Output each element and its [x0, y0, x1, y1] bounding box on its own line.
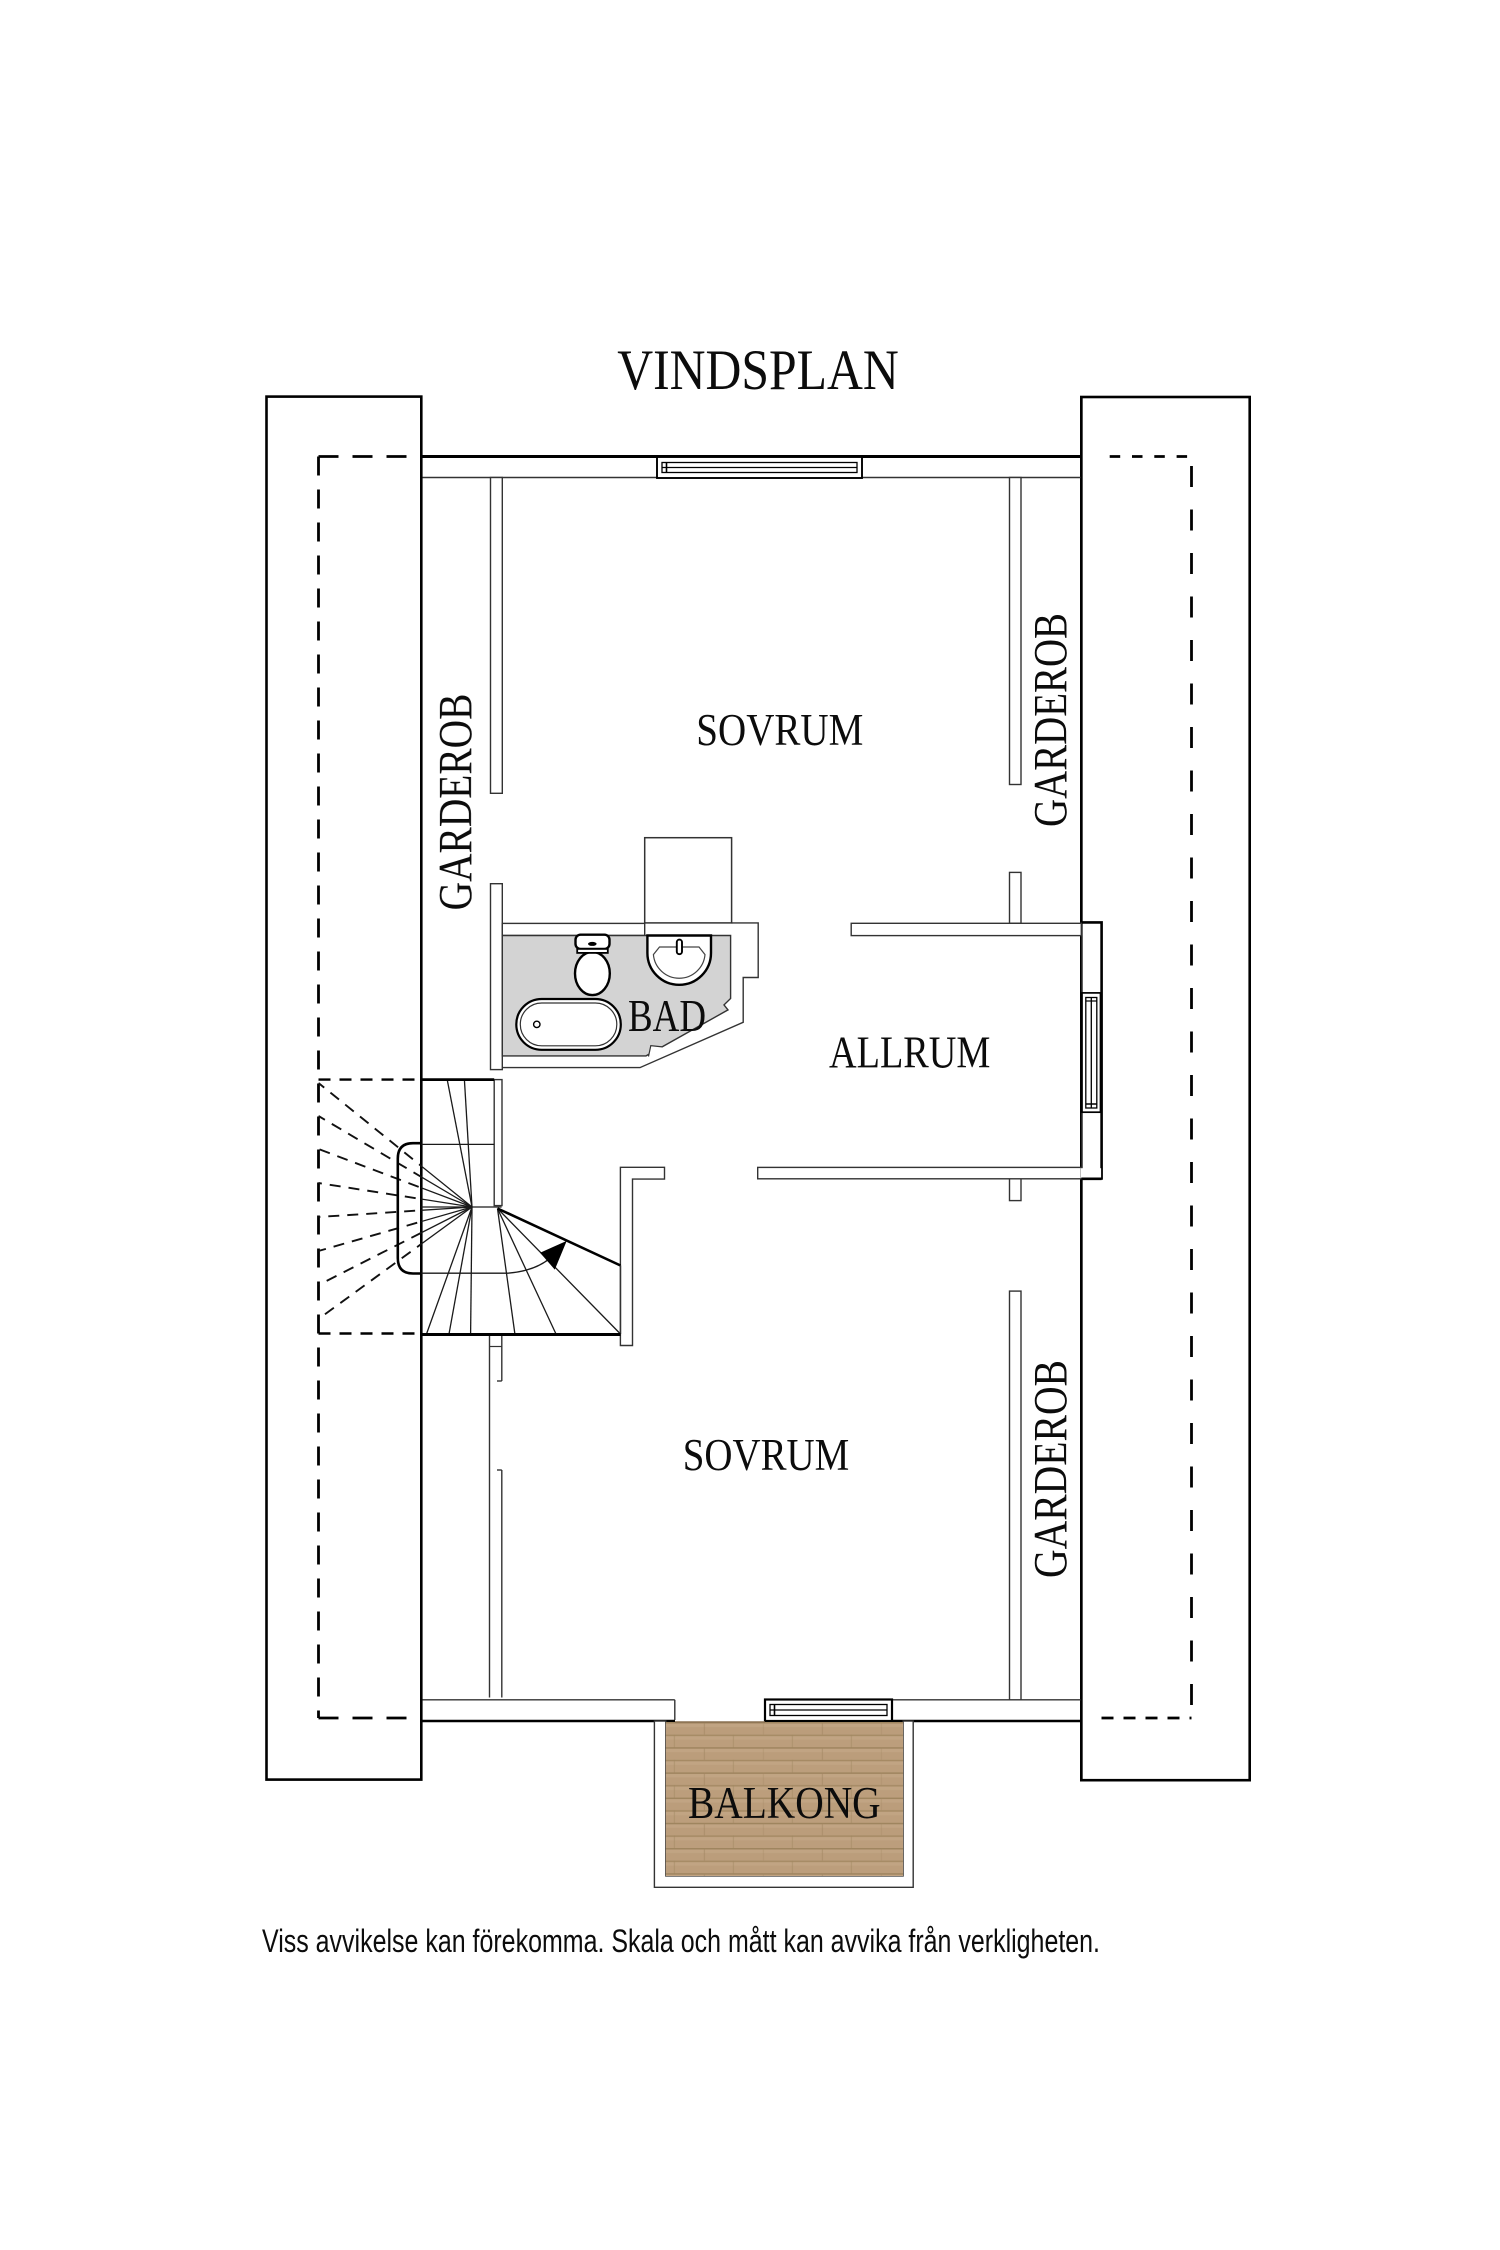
svg-text:VINDSPLAN: VINDSPLAN	[617, 339, 899, 402]
svg-text:Viss avvikelse kan förekomma.: Viss avvikelse kan förekomma. Skala och …	[262, 1923, 1100, 1959]
svg-text:GARDEROB: GARDEROB	[429, 694, 482, 911]
svg-text:SOVRUM: SOVRUM	[696, 705, 863, 755]
svg-text:GARDEROB: GARDEROB	[1025, 1360, 1078, 1578]
svg-text:ALLRUM: ALLRUM	[829, 1027, 990, 1077]
svg-text:GARDEROB: GARDEROB	[1025, 613, 1078, 827]
svg-text:BALKONG: BALKONG	[688, 1778, 881, 1828]
svg-text:SOVRUM: SOVRUM	[683, 1430, 850, 1480]
svg-text:BAD: BAD	[628, 991, 706, 1041]
